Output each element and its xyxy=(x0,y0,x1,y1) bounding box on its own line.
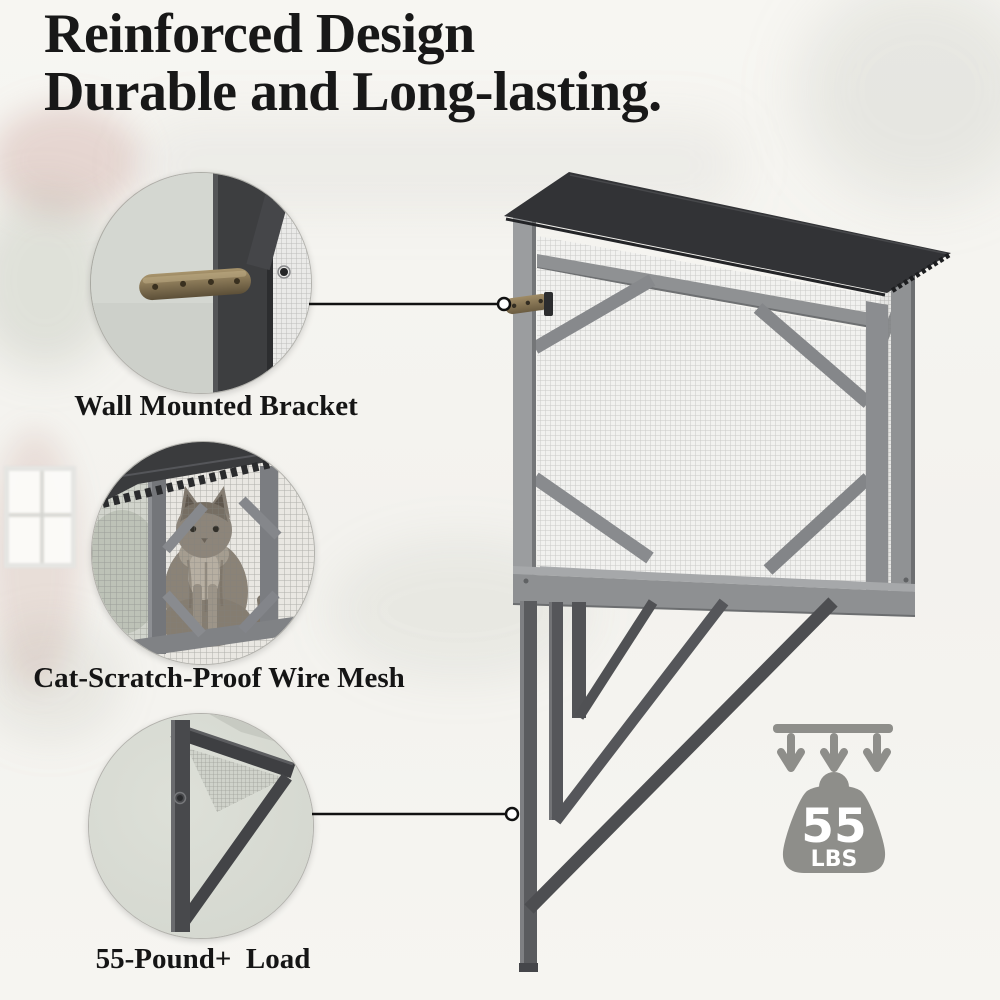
mesh-floor xyxy=(187,748,285,812)
page-title: Reinforced Design Durable and Long-lasti… xyxy=(44,3,662,123)
faint-window xyxy=(4,466,76,568)
callout-label-wall-bracket: Wall Mounted Bracket xyxy=(74,390,358,422)
faint-house-roof xyxy=(0,105,140,215)
callout-label-wire-mesh: Cat-Scratch-Proof Wire Mesh xyxy=(33,662,405,694)
wood-frame xyxy=(132,466,314,658)
callout-circle-wire-mesh xyxy=(91,441,315,665)
callout-circle-wall-bracket xyxy=(90,172,312,394)
top-rail xyxy=(170,722,296,779)
screw xyxy=(177,795,183,801)
wall-post xyxy=(171,720,190,932)
title-line-1: Reinforced Design xyxy=(44,3,475,65)
title-line-2: Durable and Long-lasting. xyxy=(44,60,662,123)
screw xyxy=(280,268,288,276)
faint-trees-right xyxy=(800,0,1000,200)
faint-bushes-middle xyxy=(330,540,590,680)
support-brace-photo xyxy=(89,714,313,938)
faint-grass xyxy=(0,620,120,740)
wall-bracket-photo xyxy=(91,173,311,393)
metal-bracket-strap xyxy=(139,268,251,301)
cat-in-mesh-photo xyxy=(92,442,314,664)
callout-circle-load-brace xyxy=(88,713,314,939)
callout-label-load: 55-Pound+ Load xyxy=(95,943,311,975)
diagonal-brace xyxy=(176,773,292,930)
